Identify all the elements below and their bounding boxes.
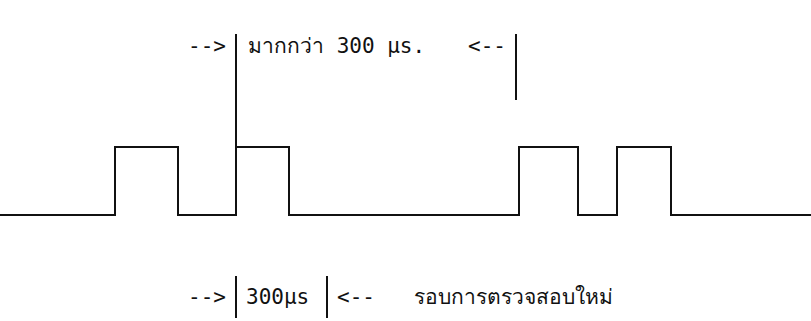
signal-trace xyxy=(0,147,811,215)
marker-line xyxy=(515,34,517,100)
arrow-mark: --> xyxy=(188,285,226,310)
arrow-mark: --> xyxy=(188,34,226,59)
note-text: รอบการตรวจสอบใหม่ xyxy=(414,285,613,310)
marker-line xyxy=(235,276,237,318)
marker-line xyxy=(326,276,328,318)
arrow-mark: <-- xyxy=(337,285,375,310)
marker-line xyxy=(235,34,237,147)
timing-label: มากกว่า 300 µs. xyxy=(248,34,425,59)
arrow-mark: <-- xyxy=(468,34,506,59)
timing-label: 300µs xyxy=(246,285,309,310)
